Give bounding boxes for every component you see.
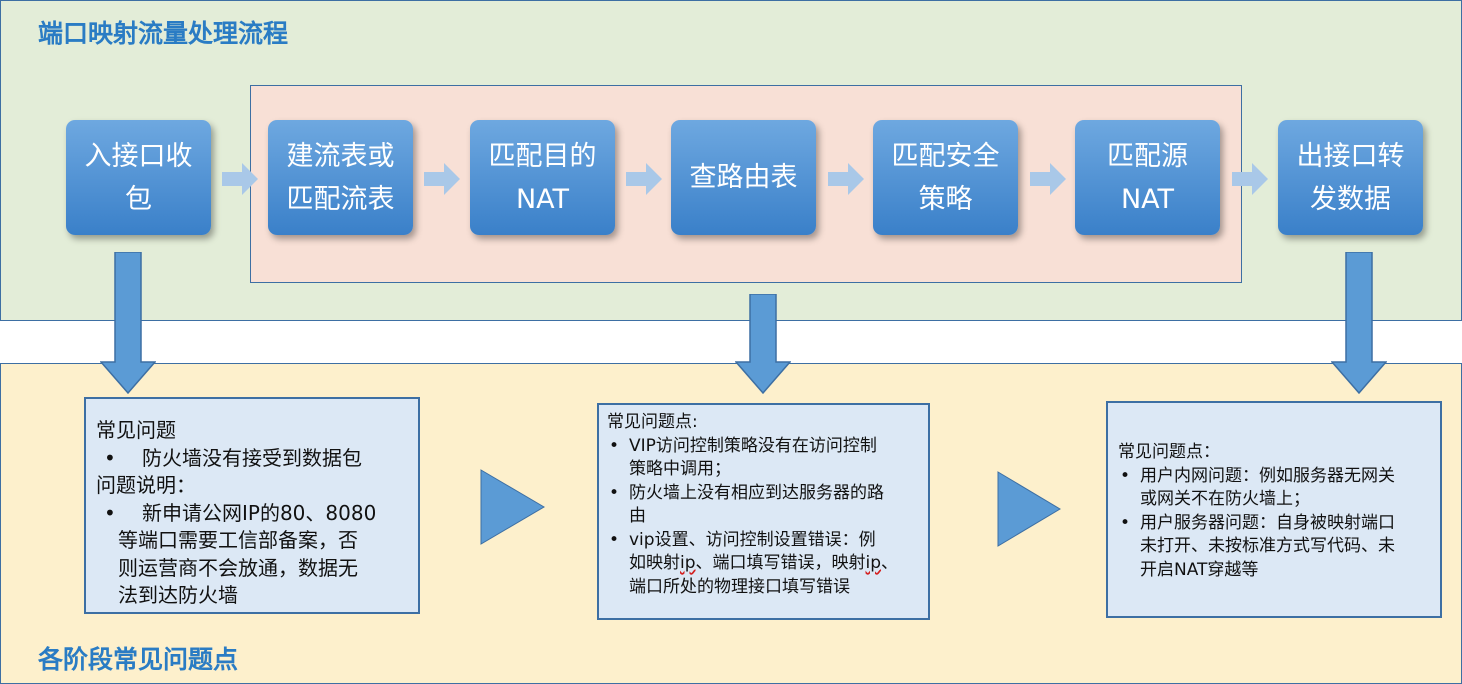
problem-item: 用户服务器问题：自身被映射端口 未打开、未按标准方式写代码、未 开启NAT穿越等 xyxy=(1118,512,1440,583)
step-outbound-forward: 出接口转发数据 xyxy=(1278,120,1423,235)
stage-problems-title: 各阶段常见问题点 xyxy=(38,645,239,674)
problem-item: 防火墙没有接受到数据包 xyxy=(96,445,418,473)
next-triangle-icon xyxy=(480,469,545,545)
problem-item: 防火墙上没有相应到达服务器的路 由 xyxy=(607,482,928,529)
step-session-table: 建流表或匹配流表 xyxy=(268,120,413,235)
problem-item: VIP访问控制策略没有在访问控制 策略中调用； xyxy=(607,435,928,482)
next-triangle-icon xyxy=(997,471,1061,547)
down-arrow-inbound xyxy=(100,252,156,394)
down-arrow-core xyxy=(735,294,791,394)
problem-heading: 常见问题点： xyxy=(1118,442,1220,462)
problem-subheading: 问题说明： xyxy=(96,473,196,497)
flow-arrow xyxy=(626,163,662,195)
flow-arrow xyxy=(222,163,258,195)
problem-box-inbound: 常见问题 防火墙没有接受到数据包 问题说明： 新申请公网IP的80、8080 等… xyxy=(84,397,420,614)
step-security-policy: 匹配安全策略 xyxy=(873,120,1018,235)
step-route-lookup: 查路由表 xyxy=(671,120,816,235)
down-arrow-outbound xyxy=(1331,252,1387,394)
flow-arrow xyxy=(424,163,460,195)
problem-item: 新申请公网IP的80、8080 等端口需要工信部备案，否 则运营商不会放通，数据… xyxy=(96,500,418,610)
flow-arrow xyxy=(1232,163,1268,195)
flow-title: 端口映射流量处理流程 xyxy=(38,19,289,48)
flow-arrow xyxy=(1030,163,1066,195)
problem-item: 用户内网问题：例如服务器无网关 或网关不在防火墙上； xyxy=(1118,465,1440,512)
problem-heading: 常见问题点: xyxy=(607,412,698,432)
flow-arrow xyxy=(828,163,864,195)
problem-heading: 常见问题 xyxy=(96,418,176,442)
problem-item: vip设置、访问控制设置错误：例 如映射ip、端口填写错误，映射ip、 端口所处… xyxy=(607,529,928,600)
step-inbound-receive: 入接口收包 xyxy=(66,120,211,235)
problem-box-core: 常见问题点: VIP访问控制策略没有在访问控制 策略中调用； 防火墙上没有相应到… xyxy=(597,403,930,620)
problem-box-outbound: 常见问题点： 用户内网问题：例如服务器无网关 或网关不在防火墙上； 用户服务器问… xyxy=(1106,401,1442,618)
